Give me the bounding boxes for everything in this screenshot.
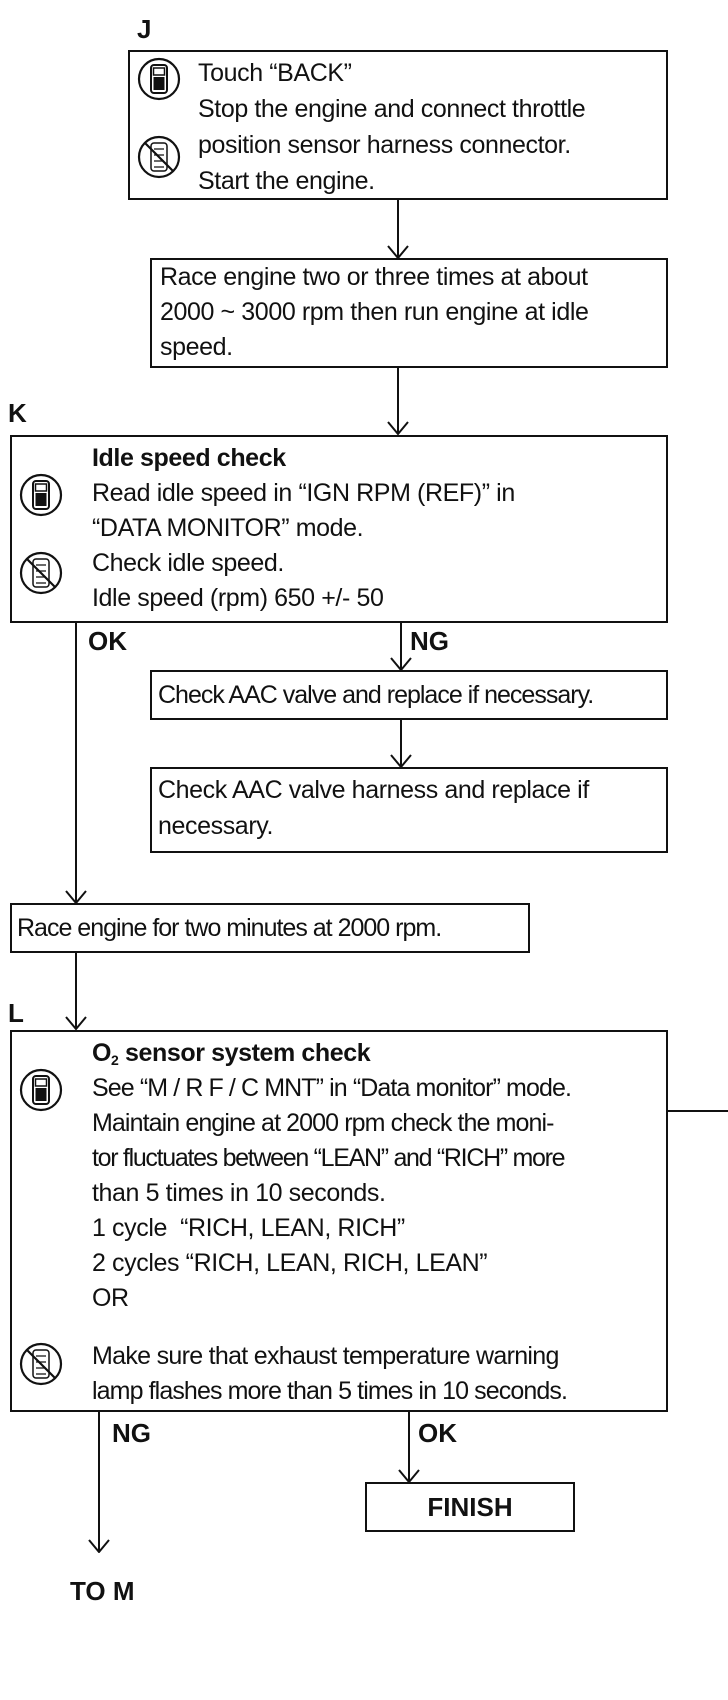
branch-l-ng: NG [112, 1418, 151, 1448]
box-j: Touch “BACK” Stop the engine and connect… [128, 50, 668, 200]
box-l-title-post: sensor system check [118, 1039, 371, 1067]
box-aac-valve: Check AAC valve and replace if necessary… [150, 670, 668, 720]
branch-l-ok: OK [418, 1418, 457, 1448]
box-j-line-3: position sensor harness connector. [198, 131, 571, 159]
box-race-line-1: Race engine two or three times at about [160, 263, 588, 291]
connector-aac1-aac2 [400, 720, 402, 767]
connector-l-ng [98, 1412, 100, 1552]
finish-box: FINISH [365, 1482, 575, 1532]
step-label-j: J [137, 14, 152, 44]
arrow-icon [398, 1469, 420, 1483]
box-l-line-7: OR [92, 1284, 129, 1312]
branch-k-ok: OK [88, 626, 127, 656]
box-j-line-2: Stop the engine and connect throttle [198, 95, 586, 123]
box-l-title: O2 sensor system check [92, 1034, 371, 1079]
box-race-two-minutes-text: Race engine for two minutes at 2000 rpm. [17, 914, 442, 942]
box-l-line-5: 1 cycle “RICH, LEAN, RICH” [92, 1214, 405, 1242]
connector-race2-l [75, 953, 77, 1029]
box-race-line-2: 2000 ~ 3000 rpm then run engine at idle [160, 298, 589, 326]
box-k-line-1: Read idle speed in “IGN RPM (REF)” in [92, 479, 515, 507]
box-l-line-4: than 5 times in 10 seconds. [92, 1179, 386, 1207]
box-race-idle: Race engine two or three times at about … [150, 258, 668, 368]
no-tester-icon [19, 1342, 63, 1386]
step-label-l: L [8, 998, 24, 1028]
consult-tester-icon [19, 1068, 63, 1112]
arrow-icon [65, 1016, 87, 1030]
consult-tester-icon [19, 473, 63, 517]
box-l-title-sub: 2 [111, 1052, 119, 1068]
box-l-line-1: See “M / R F / C MNT” in “Data monitor” … [92, 1074, 572, 1102]
step-label-k: K [8, 398, 27, 428]
box-l-o2-sensor-check: O2 sensor system check See “M / R F / C … [10, 1030, 668, 1412]
box-k-line-2: “DATA MONITOR” mode. [92, 514, 364, 542]
box-race-line-3: speed. [160, 333, 233, 361]
connector-l-ok [408, 1412, 410, 1482]
box-l-line-8: Make sure that exhaust temperature warni… [92, 1342, 559, 1370]
box-k-line-3: Check idle speed. [92, 549, 284, 577]
box-l-line-6: 2 cycles “RICH, LEAN, RICH, LEAN” [92, 1249, 488, 1277]
connector-k-ok [75, 623, 77, 903]
finish-text: FINISH [427, 1491, 513, 1522]
box-l-title-pre: O [92, 1039, 112, 1067]
box-race-two-minutes: Race engine for two minutes at 2000 rpm. [10, 903, 530, 953]
connector-j-race [397, 200, 399, 258]
branch-k-ng: NG [410, 626, 449, 656]
arrow-icon [387, 421, 409, 435]
box-aac-harness-line-1: Check AAC valve harness and replace if [158, 776, 589, 804]
arrow-icon [387, 245, 409, 259]
box-j-line-1: Touch “BACK” [198, 59, 352, 87]
arrow-icon [65, 890, 87, 904]
box-aac-valve-text: Check AAC valve and replace if necessary… [158, 681, 594, 709]
no-tester-icon [137, 135, 181, 179]
box-j-line-4: Start the engine. [198, 167, 375, 195]
connector-race-k [397, 368, 399, 434]
arrow-icon [390, 754, 412, 768]
to-m-label: TO M [70, 1576, 135, 1606]
box-l-line-2: Maintain engine at 2000 rpm check the mo… [92, 1109, 554, 1137]
box-k-line-4: Idle speed (rpm) 650 +/- 50 [92, 584, 384, 612]
connector-k-ng [400, 623, 402, 670]
arrow-icon [390, 657, 412, 671]
box-l-line-9: lamp flashes more than 5 times in 10 sec… [92, 1377, 568, 1405]
box-k-title: Idle speed check [92, 444, 286, 472]
no-tester-icon [19, 551, 63, 595]
connector-side-right [668, 1110, 728, 1112]
box-aac-harness: Check AAC valve harness and replace if n… [150, 767, 668, 853]
box-l-line-3: tor fluctuates between “LEAN” and “RICH”… [92, 1144, 566, 1172]
box-aac-harness-line-2: necessary. [158, 812, 274, 840]
arrow-icon [88, 1539, 110, 1553]
consult-tester-icon [137, 57, 181, 101]
box-k-idle-speed-check: Idle speed check Read idle speed in “IGN… [10, 435, 668, 623]
